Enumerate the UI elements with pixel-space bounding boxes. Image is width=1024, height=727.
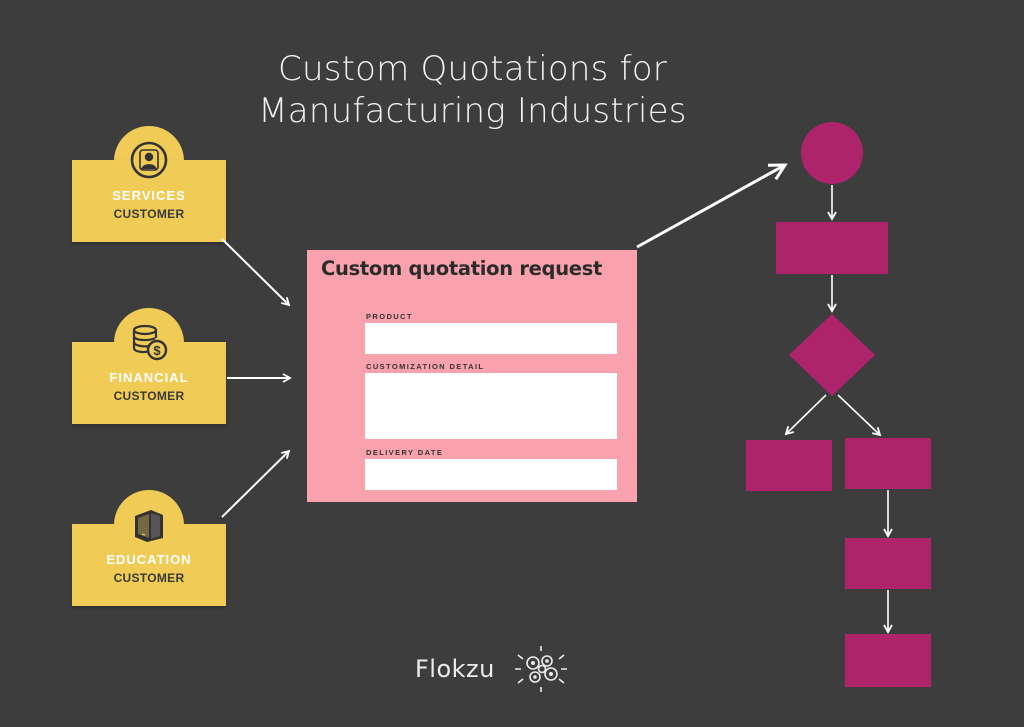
svg-text:$: $ [153,343,161,358]
title-line-1: Custom Quotations for [278,49,667,89]
arrow-services-to-form [221,238,291,307]
flow-decision-diamond [789,314,875,396]
flow-task-right [845,438,931,489]
quotation-request-form: Custom quotation request PRODUCT CUSTOMI… [307,250,637,502]
page-title: Custom Quotations for Manufacturing Indu… [200,48,745,132]
customer-sublabel: CUSTOMER [113,207,185,221]
customer-sublabel: CUSTOMER [113,389,185,403]
flow-connector-right [837,394,882,437]
flow-task-1 [776,222,888,274]
title-line-2: Manufacturing Industries [258,91,687,131]
customer-card-body [72,160,226,242]
customer-label: FINANCIAL [109,370,189,385]
customer-sublabel: CUSTOMER [113,571,185,585]
delivery-date-field[interactable] [365,459,617,490]
form-title: Custom quotation request [321,257,603,280]
customization-detail-field[interactable] [365,373,617,439]
flow-task-left [746,440,832,491]
gears-brain-icon [515,646,567,692]
books-icon [135,510,163,542]
flow-task-2 [845,538,931,589]
flow-task-3 [845,634,931,687]
customer-label: EDUCATION [106,552,192,567]
flow-connector-left [784,394,827,436]
arrow-education-to-form [221,449,291,518]
customer-label: SERVICES [112,188,186,203]
arrow-form-to-flow [636,163,788,249]
flow-start-circle [801,122,863,184]
customization-detail-field-label: CUSTOMIZATION DETAIL [366,362,485,371]
coins-dollar-icon: $ [132,324,168,361]
product-field-label: PRODUCT [366,312,413,321]
delivery-date-field-label: DELIVERY DATE [366,448,444,457]
person-icon [130,141,168,179]
product-field[interactable] [365,323,617,354]
brand-name: Flokzu [415,655,495,683]
